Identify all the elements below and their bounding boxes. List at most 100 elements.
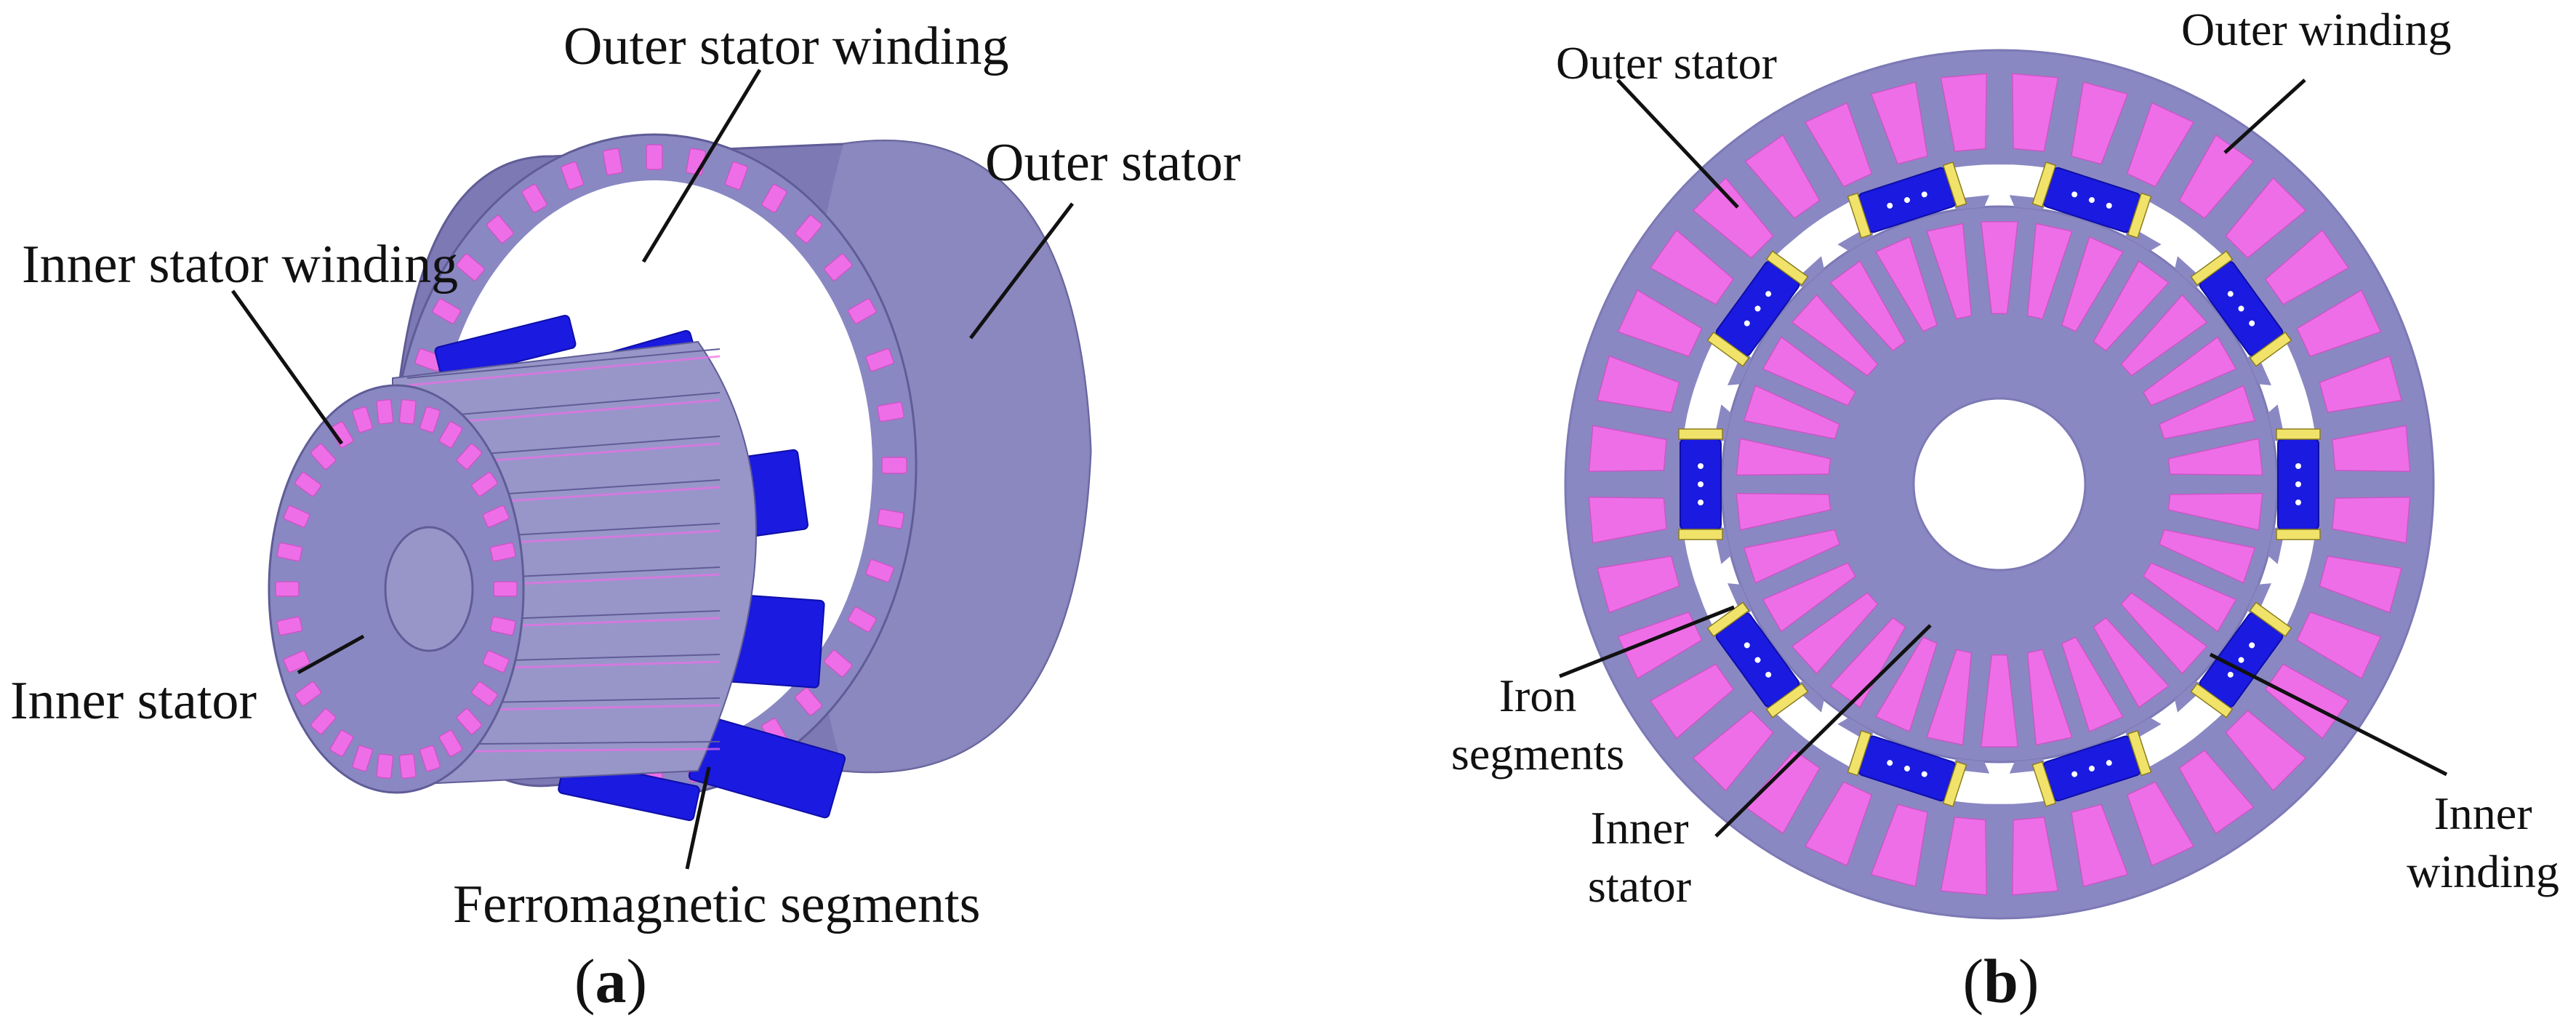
- iron-segment-tab: [1847, 192, 1872, 239]
- caption-a-letter: a: [595, 946, 627, 1016]
- iron-segment-tab: [2127, 729, 2152, 777]
- inner-stator-winding-slot: [376, 753, 394, 779]
- outer-winding-coil: [1744, 134, 1821, 220]
- iron-segment-dot: [2249, 320, 2255, 326]
- outer-stator-winding-slot: [847, 298, 877, 324]
- iron-segment-tab: [1678, 428, 1723, 440]
- label-outer-stator-winding: Outer stator winding: [563, 17, 1008, 76]
- outer-winding-coil: [2332, 425, 2411, 473]
- outer-winding-coil: [2126, 102, 2195, 188]
- inner-winding-coil: [1791, 294, 1879, 377]
- inner-winding-coil: [1743, 529, 1840, 584]
- outer-stator-winding-slot: [456, 253, 485, 281]
- iron-segment-tab: [1847, 729, 1872, 777]
- inner-stator-winding-slot: [456, 708, 483, 735]
- inner-stator-slot-line: [406, 348, 721, 379]
- inner-winding-coil: [2120, 294, 2208, 377]
- outer-winding-coil: [2071, 81, 2129, 165]
- outer-tooth-tip: [2098, 780, 2121, 803]
- outer-winding-coil: [2225, 177, 2307, 259]
- label-inner-stator: Inner stator: [10, 671, 257, 731]
- leader-b-inner-winding: [2209, 652, 2448, 777]
- inner-stator-winding-slot: [471, 471, 498, 497]
- label-b-outer-winding: Outer winding: [2181, 4, 2452, 55]
- inner-stator-winding-slot: [352, 745, 374, 772]
- inner-stator-winding-slot: [398, 753, 417, 779]
- iron-segment-tab: [2276, 529, 2321, 540]
- inner-stator-winding-slot: [398, 398, 417, 425]
- inner-winding-coil: [1743, 385, 1840, 440]
- outer-tooth-tip: [1988, 803, 2011, 820]
- iron-segment-dot: [1744, 320, 1750, 326]
- outer-stator-winding-slot: [881, 457, 907, 474]
- inner-winding-coil: [1736, 438, 1831, 476]
- outer-tooth-tip: [1705, 634, 1728, 658]
- outer-stator-winding-slot: [865, 348, 894, 372]
- outer-stator-winding-slot: [877, 508, 904, 529]
- outer-stator-winding-slot: [561, 161, 585, 191]
- iron-segment-dot: [2238, 305, 2244, 312]
- outer-stator-winding-slot: [877, 401, 904, 422]
- iron-segment-tab: [2276, 428, 2321, 440]
- inner-winding-coil: [2143, 336, 2237, 406]
- iron-segment: [1706, 601, 1809, 718]
- outer-winding-coil: [1940, 817, 1988, 896]
- iron-segment-tab: [2031, 161, 2057, 208]
- outer-stator-winding-slot: [486, 215, 514, 244]
- inner-stator-winding-slot: [438, 421, 463, 449]
- iron-segment: [2190, 250, 2292, 367]
- outer-winding-coil: [2319, 355, 2403, 413]
- outer-winding-coil: [2178, 134, 2255, 220]
- inner-stator-winding-slot: [489, 616, 516, 636]
- iron-segment-dot: [2071, 191, 2078, 198]
- iron-segment-tab: [2031, 761, 2057, 807]
- inner-stator-winding-slot: [310, 708, 337, 735]
- inner-winding-coil: [2026, 649, 2073, 746]
- inner-winding-coil: [2159, 529, 2256, 584]
- inner-winding-coil: [2167, 438, 2263, 476]
- inner-stator-winding-slot: [482, 505, 510, 528]
- iron-segment-dot: [1765, 671, 1772, 678]
- machine-cross-section: [1564, 49, 2435, 920]
- iron-segment-tab: [1942, 161, 1967, 208]
- iron-segment-dot: [2106, 760, 2112, 766]
- iron-segment-tab: [1765, 250, 1809, 286]
- leader-b-outer-winding: [2223, 79, 2306, 154]
- outer-stator-winding-slot: [795, 687, 822, 716]
- iron-segment: [2190, 601, 2292, 718]
- inner-stator-winding-slot: [329, 729, 354, 757]
- iron-segment-tab: [2190, 250, 2234, 286]
- outer-winding-coil: [2319, 556, 2403, 614]
- iron-segment-dot: [2106, 202, 2112, 209]
- label-ferromagnetic-segments: Ferromagnetic segments: [453, 875, 980, 934]
- outer-winding-coil: [1588, 496, 1667, 544]
- outer-winding-coil: [2178, 749, 2255, 835]
- outer-tooth-tip: [1705, 310, 1728, 334]
- outer-tooth-tip: [2196, 223, 2220, 247]
- outer-stator-winding-slot: [824, 649, 853, 678]
- outer-winding-coil: [2332, 496, 2411, 544]
- outer-tooth-tip: [1878, 780, 1901, 803]
- iron-segment-tab: [2249, 331, 2292, 367]
- outer-tooth-tip: [1681, 582, 1704, 606]
- iron-segment-dot: [2227, 291, 2234, 297]
- inner-winding-coil: [1980, 654, 2019, 748]
- label-b-inner-stator-2: stator: [1588, 860, 1691, 912]
- iron-segment-dot: [1904, 197, 1910, 204]
- outer-winding-coil: [1870, 803, 1928, 888]
- iron-segment: [1706, 250, 1809, 367]
- outer-tooth-tip: [2098, 166, 2121, 188]
- iron-segment-dot: [2295, 481, 2301, 487]
- caption-b: (b): [1962, 946, 2039, 1016]
- iron-segment-dot: [2089, 197, 2095, 204]
- iron-segment-dot: [2071, 771, 2078, 777]
- iron-segment: [2031, 161, 2152, 239]
- outer-stator-winding-slot: [865, 558, 894, 583]
- inner-stator-winding-slot: [419, 406, 441, 433]
- outer-tooth-tip: [2149, 190, 2173, 213]
- label-b-inner-winding-1: Inner: [2433, 787, 2532, 839]
- label-b-inner-stator-1: Inner: [1590, 802, 1688, 854]
- iron-segment: [1678, 428, 1723, 540]
- outer-winding-coil: [1649, 229, 1735, 305]
- inner-winding-coil: [2093, 617, 2170, 709]
